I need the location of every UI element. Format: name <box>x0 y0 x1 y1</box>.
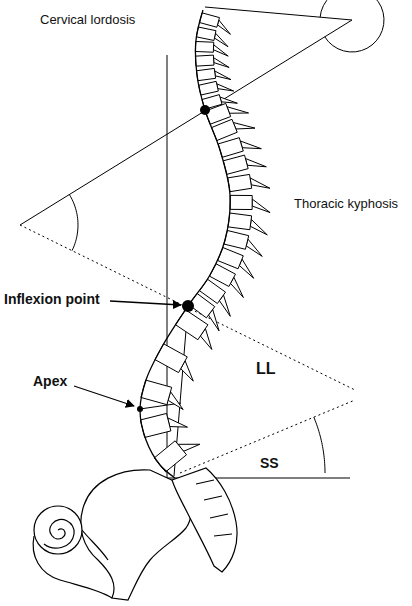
vertebral-body <box>223 155 248 174</box>
vertebral-body <box>224 230 249 249</box>
sacrum <box>172 468 237 572</box>
vertebral-body <box>140 413 171 437</box>
spinous-process <box>233 123 255 129</box>
ilium-outline <box>81 470 191 600</box>
dotted-angle-line <box>20 225 355 390</box>
spinous-process <box>220 97 237 103</box>
angle-arc <box>320 0 384 52</box>
hip-outline <box>33 530 112 598</box>
spinous-process <box>240 141 261 149</box>
spinous-process <box>250 178 270 188</box>
sacral-lines <box>196 480 232 536</box>
vertebra <box>195 55 229 67</box>
vertebral-body <box>228 213 252 230</box>
inflexion-dot <box>182 300 194 312</box>
angle-arc <box>69 195 78 251</box>
spinous-process <box>214 58 230 68</box>
vertebra <box>141 380 183 409</box>
spinous-process <box>168 392 183 410</box>
spinous-process <box>239 259 253 278</box>
vertebra <box>223 155 266 174</box>
spinous-process <box>168 418 188 427</box>
vertebra <box>218 138 261 158</box>
anterior-spine-line <box>140 10 230 478</box>
vertebra <box>196 68 230 80</box>
vertebra <box>212 119 255 140</box>
curve-label: Thoracic kyphosis <box>294 197 398 212</box>
vertebra <box>228 174 270 191</box>
vertebra <box>230 195 270 212</box>
spinous-process <box>245 158 266 166</box>
leader-arrow <box>74 386 134 406</box>
vertebral-body <box>196 68 215 80</box>
spinous-process <box>218 20 231 34</box>
spinous-process <box>227 107 249 114</box>
vertebral-body <box>230 195 252 209</box>
vertebral-body <box>155 344 187 373</box>
vertebral-body <box>195 55 214 66</box>
vertebral-body <box>199 13 219 27</box>
landmark-label: Inflexion point <box>4 291 100 307</box>
angle-label: LL <box>256 360 276 378</box>
angle-arc <box>314 417 325 473</box>
leader-arrow <box>110 301 181 305</box>
spinous-process <box>246 239 262 256</box>
angle-label: SS <box>260 455 279 471</box>
landmark-dot <box>200 105 210 115</box>
vertebral-body <box>175 310 207 340</box>
vertebral-body <box>195 41 213 52</box>
vertebra <box>140 413 187 437</box>
vertebral-body <box>196 27 216 40</box>
spinous-process <box>214 33 228 47</box>
femoral-spiral <box>44 519 74 548</box>
spinous-process <box>213 45 228 56</box>
sacral-slope-line <box>180 400 355 473</box>
angle-line <box>205 7 352 20</box>
vertebral-body <box>199 81 219 95</box>
apex-dot <box>137 406 143 412</box>
femoral-head <box>34 506 82 554</box>
angle-line <box>20 20 352 225</box>
vertebra <box>154 441 200 472</box>
vertebral-body <box>228 174 252 191</box>
curve-label: Cervical lordosis <box>40 13 135 28</box>
landmark-label: Apex <box>33 373 67 389</box>
spinous-process <box>215 71 231 80</box>
spinous-process <box>252 199 270 213</box>
spinous-process <box>217 84 234 91</box>
vertebra <box>195 41 228 56</box>
spinous-process <box>250 219 267 235</box>
vertebral-body <box>154 441 186 472</box>
vertebral-body <box>141 380 172 405</box>
vertebra <box>199 81 234 95</box>
